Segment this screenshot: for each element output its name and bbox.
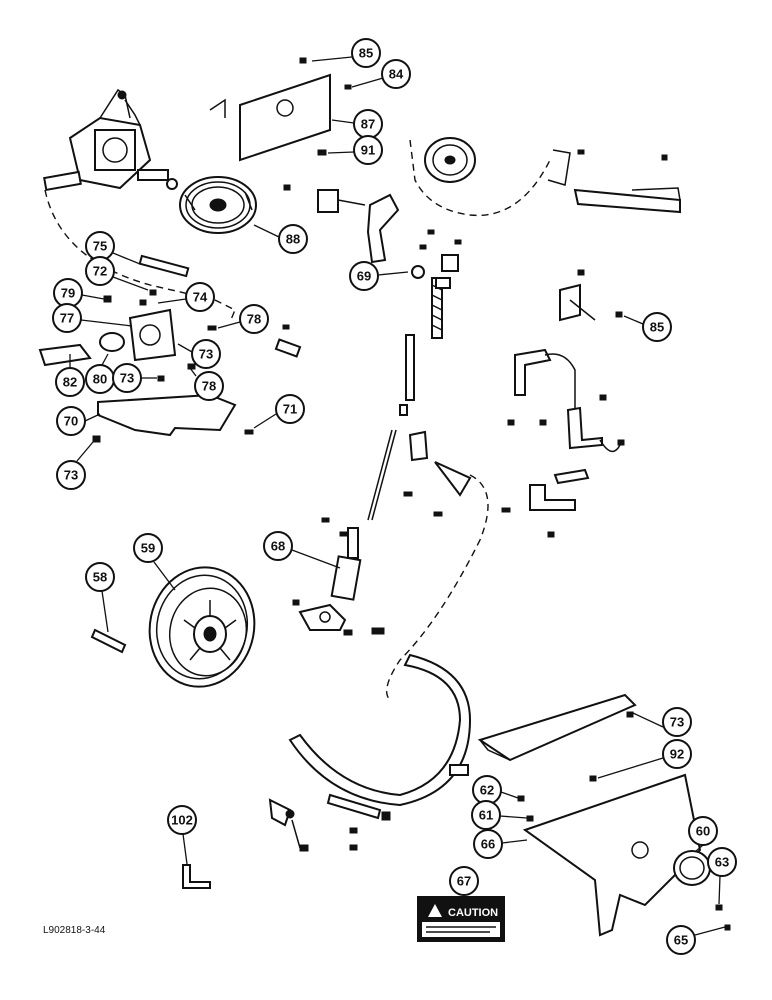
callout-label: 73 (64, 468, 78, 483)
caution-label: CAUTION (448, 907, 498, 919)
callout-label: 72 (93, 264, 107, 279)
sheave-59 (148, 566, 256, 688)
callout-71: 71 (253, 394, 305, 429)
callout-73d: 73 (632, 707, 692, 737)
callout-102: 102 (167, 805, 197, 865)
callout-label: 91 (361, 143, 375, 158)
callout-75: 75 (85, 231, 141, 265)
callout-59: 59 (133, 533, 176, 591)
callout-67: 67 (449, 866, 479, 897)
spring-rod-assembly (367, 229, 462, 521)
callout-label: 85 (359, 46, 373, 61)
figure-code: L902818-3-44 (43, 925, 106, 936)
drive-belt (268, 653, 472, 852)
bracket-102 (182, 864, 211, 889)
callout-label: 73 (120, 371, 134, 386)
callout-label: 85 (650, 320, 664, 335)
callout-85a: 85 (311, 38, 381, 68)
callout-87: 87 (331, 109, 383, 139)
callout-80: 80 (85, 353, 115, 394)
callout-label: 68 (271, 539, 285, 554)
callout-label: 73 (670, 715, 684, 730)
caution-decal-67: CAUTION (417, 896, 505, 942)
callout-60: 60 (688, 816, 718, 853)
callout-label: 70 (64, 414, 78, 429)
callout-label: 67 (457, 874, 471, 889)
callout-label: 58 (93, 570, 107, 585)
bracket-assembly (38, 254, 302, 443)
callout-label: 59 (141, 541, 155, 556)
callout-label: 78 (247, 312, 261, 327)
callout-65: 65 (666, 925, 726, 955)
callout-label: 102 (171, 813, 193, 828)
callout-label: 65 (674, 933, 688, 948)
callout-58: 58 (85, 562, 115, 633)
callout-78b: 78 (189, 367, 224, 401)
callout-92: 92 (597, 739, 692, 779)
callout-label: 79 (61, 286, 75, 301)
callout-61: 61 (471, 800, 528, 830)
callout-70: 70 (56, 406, 101, 436)
callout-label: 63 (715, 855, 729, 870)
callout-66: 66 (473, 829, 528, 859)
callout-84: 84 (351, 59, 411, 89)
callout-91: 91 (327, 135, 383, 165)
gearbox-assembly (43, 88, 216, 301)
callout-77: 77 (52, 303, 133, 333)
callout-label: 84 (389, 67, 404, 82)
callout-label: 73 (199, 347, 213, 362)
callout-label: 61 (479, 808, 493, 823)
callout-label: 66 (481, 837, 495, 852)
callout-73b: 73 (112, 363, 157, 393)
pulley-88 (179, 176, 257, 234)
callout-label: 80 (93, 372, 107, 387)
idler-pulley-assembly (283, 137, 681, 264)
callout-73c: 73 (56, 441, 94, 490)
cylinder-68 (292, 527, 385, 636)
callout-63: 63 (707, 847, 737, 905)
key-58 (90, 628, 127, 654)
callout-label: 60 (696, 824, 710, 839)
callout-label: 62 (480, 783, 494, 798)
callout-82: 82 (55, 354, 85, 397)
plate-87 (209, 57, 352, 162)
callout-label: 71 (283, 402, 297, 417)
callout-88: 88 (253, 224, 308, 254)
callout-label: 88 (286, 232, 300, 247)
shield-66 (477, 693, 731, 937)
callout-69: 69 (349, 261, 409, 291)
callout-73a: 73 (177, 339, 221, 369)
callout-label: 69 (357, 269, 371, 284)
callout-74: 74 (157, 282, 215, 312)
callout-72: 72 (85, 256, 149, 291)
callout-78a: 78 (217, 304, 269, 334)
callout-label: 82 (63, 375, 77, 390)
callout-85b: 85 (623, 312, 672, 342)
callouts: 85 84 87 91 88 75 72 (52, 38, 737, 955)
callout-label: 87 (361, 117, 375, 132)
callout-label: 78 (202, 379, 216, 394)
callout-label: 92 (670, 747, 684, 762)
callout-label: 74 (193, 290, 208, 305)
callout-68: 68 (263, 531, 341, 569)
callout-62: 62 (472, 775, 519, 805)
right-brackets (321, 269, 625, 701)
callout-label: 77 (60, 311, 74, 326)
callout-label: 75 (93, 239, 107, 254)
